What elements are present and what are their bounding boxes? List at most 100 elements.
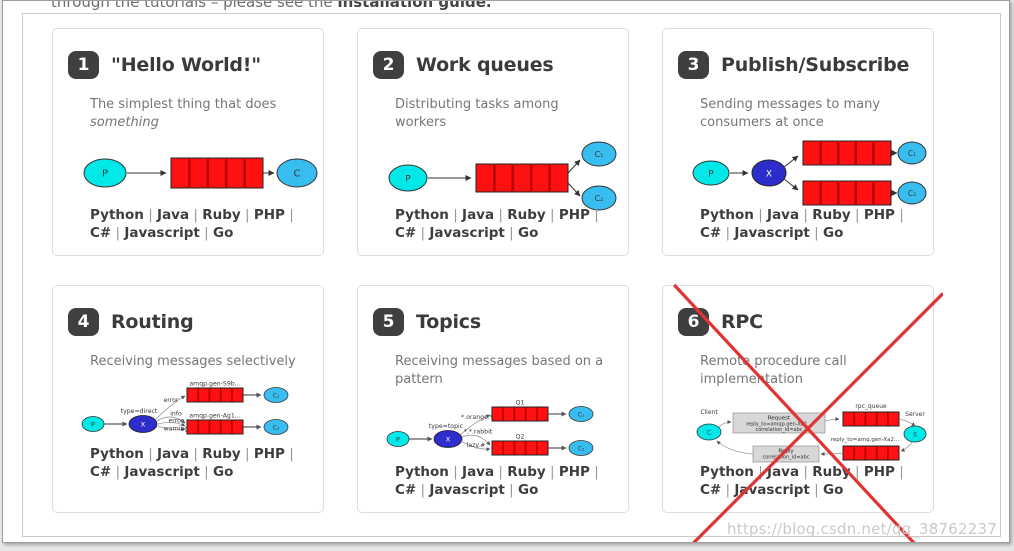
language-separator: | xyxy=(799,207,813,223)
language-link-javascript[interactable]: Javascript xyxy=(124,464,200,480)
language-link-python[interactable]: Python xyxy=(395,464,449,480)
language-link-php[interactable]: PHP xyxy=(558,464,590,480)
tutorial-title[interactable]: "Hello World!" xyxy=(111,54,261,76)
language-separator: | xyxy=(589,207,599,223)
routing-diagram: P X type=direct error info error warning xyxy=(81,381,323,443)
language-link-php[interactable]: PHP xyxy=(253,446,285,462)
language-link-go[interactable]: Go xyxy=(213,225,234,241)
language-links: Python | Java | Ruby | PHP | C# | Javasc… xyxy=(395,463,615,499)
language-separator: | xyxy=(894,207,904,223)
language-link-javascript[interactable]: Javascript xyxy=(429,482,505,498)
language-link-ruby[interactable]: Ruby xyxy=(812,207,851,223)
client-node-label: C xyxy=(707,430,711,437)
language-link-csharp[interactable]: C# xyxy=(395,482,417,498)
work-queues-diagram: P C₁ C₂ xyxy=(386,141,628,211)
tutorial-number-badge: 6 xyxy=(678,308,709,336)
language-link-csharp[interactable]: C# xyxy=(700,225,722,241)
language-link-go[interactable]: Go xyxy=(823,225,844,241)
consumer1-node-label: C₁ xyxy=(908,149,916,158)
language-link-java[interactable]: Java xyxy=(462,207,495,223)
tutorial-title[interactable]: Publish/Subscribe xyxy=(721,54,910,76)
queue-shape xyxy=(802,180,892,206)
client-title-label: Client xyxy=(700,409,718,416)
binding-label: error xyxy=(164,397,179,404)
language-link-javascript[interactable]: Javascript xyxy=(429,225,505,241)
language-link-javascript[interactable]: Javascript xyxy=(734,482,810,498)
language-separator: | xyxy=(284,446,294,462)
language-link-javascript[interactable]: Javascript xyxy=(124,225,200,241)
language-link-go[interactable]: Go xyxy=(518,225,539,241)
language-link-python[interactable]: Python xyxy=(700,207,754,223)
producer-node-label: P xyxy=(405,175,411,185)
language-link-ruby[interactable]: Ruby xyxy=(202,446,241,462)
language-link-php[interactable]: PHP xyxy=(558,207,590,223)
queue-name-label: amqp.gen-S9b... xyxy=(189,381,240,388)
description-text: The simplest thing that does xyxy=(90,97,277,112)
language-link-python[interactable]: Python xyxy=(90,207,144,223)
tutorial-number-badge: 5 xyxy=(373,308,404,336)
reply-to-queue-label: reply_to=amq.gen-Xa2... xyxy=(831,437,900,443)
language-links: Python | Java | Ruby | PHP | C# | Javasc… xyxy=(395,206,615,242)
language-links: Python | Java | Ruby | PHP | C# | Javasc… xyxy=(700,463,920,499)
language-link-javascript[interactable]: Javascript xyxy=(734,225,810,241)
language-separator: | xyxy=(416,482,430,498)
tutorial-cards-grid: 1 "Hello World!" The simplest thing that… xyxy=(52,28,934,513)
tutorial-title[interactable]: Routing xyxy=(111,311,194,333)
language-separator: | xyxy=(850,464,864,480)
tutorial-description: Receiving messages based on a pattern xyxy=(395,354,604,387)
language-separator: | xyxy=(111,225,125,241)
language-link-java[interactable]: Java xyxy=(767,464,800,480)
language-separator: | xyxy=(545,464,559,480)
language-link-java[interactable]: Java xyxy=(157,207,190,223)
rpc-queue-label: rpc_queue xyxy=(855,403,887,410)
binding-label: info xyxy=(170,411,182,418)
consumer1-node-label: C₁ xyxy=(273,393,280,400)
language-link-php[interactable]: PHP xyxy=(863,464,895,480)
exchange-node-label: X xyxy=(141,421,146,429)
binding-label: lazy.# xyxy=(467,442,486,449)
language-link-csharp[interactable]: C# xyxy=(395,225,417,241)
tutorial-card-publish-subscribe: 3 Publish/Subscribe Sending messages to … xyxy=(662,28,934,256)
consumer2-node-label: C₂ xyxy=(595,194,604,203)
queue-shape xyxy=(475,163,569,193)
language-link-ruby[interactable]: Ruby xyxy=(507,207,546,223)
language-separator: | xyxy=(545,207,559,223)
tutorial-card-work-queues: 2 Work queues Distributing tasks among w… xyxy=(357,28,629,256)
card-header: 6 RPC xyxy=(678,308,933,336)
language-link-go[interactable]: Go xyxy=(518,482,539,498)
language-link-go[interactable]: Go xyxy=(213,464,234,480)
language-link-go[interactable]: Go xyxy=(823,482,844,498)
language-link-ruby[interactable]: Ruby xyxy=(812,464,851,480)
language-link-java[interactable]: Java xyxy=(462,464,495,480)
card-header: 1 "Hello World!" xyxy=(68,51,323,79)
publish-subscribe-diagram: P X xyxy=(691,140,933,206)
language-link-csharp[interactable]: C# xyxy=(90,225,112,241)
installation-guide-link[interactable]: installation guide. xyxy=(337,0,492,11)
language-link-java[interactable]: Java xyxy=(157,446,190,462)
language-link-java[interactable]: Java xyxy=(767,207,800,223)
language-separator: | xyxy=(143,446,158,462)
tutorial-title[interactable]: Work queues xyxy=(416,54,554,76)
language-separator: | xyxy=(809,225,823,241)
tutorial-card-rpc: 6 RPC Remote procedure call implementati… xyxy=(662,285,934,513)
language-link-ruby[interactable]: Ruby xyxy=(202,207,241,223)
language-link-ruby[interactable]: Ruby xyxy=(507,464,546,480)
tutorial-title[interactable]: Topics xyxy=(416,311,481,333)
language-link-csharp[interactable]: C# xyxy=(700,482,722,498)
producer-node-label: P xyxy=(396,436,400,444)
description-italic: something xyxy=(90,115,159,130)
language-separator: | xyxy=(721,225,735,241)
language-link-python[interactable]: Python xyxy=(395,207,449,223)
exchange-node-label: X xyxy=(446,436,451,444)
language-separator: | xyxy=(894,464,904,480)
language-link-php[interactable]: PHP xyxy=(253,207,285,223)
card-header: 5 Topics xyxy=(373,308,628,336)
topics-diagram: P X type=topic *.orange.* *.*.rabbit laz… xyxy=(386,399,628,461)
language-link-csharp[interactable]: C# xyxy=(90,464,112,480)
language-link-python[interactable]: Python xyxy=(700,464,754,480)
language-link-php[interactable]: PHP xyxy=(863,207,895,223)
tutorial-title[interactable]: RPC xyxy=(721,311,763,333)
queue-shape xyxy=(491,440,549,456)
language-separator: | xyxy=(199,225,213,241)
language-link-python[interactable]: Python xyxy=(90,446,144,462)
